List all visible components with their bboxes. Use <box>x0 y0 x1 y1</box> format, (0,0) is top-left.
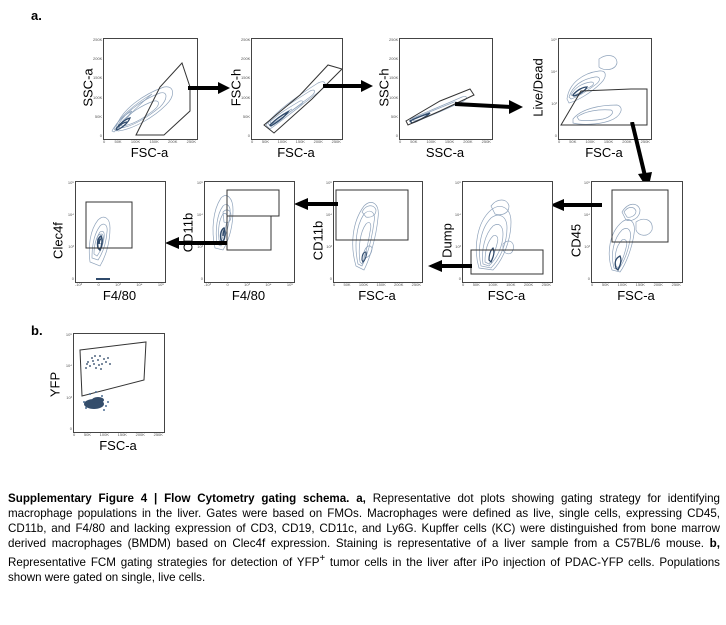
plot-area <box>251 38 343 140</box>
x-axis-label: FSC-a <box>585 145 623 160</box>
y-axis-label: CD45 <box>568 223 584 258</box>
arrow-right-icon <box>188 82 230 94</box>
plot-area <box>103 38 198 140</box>
arrow-left-icon <box>165 237 227 249</box>
contour-plot <box>608 189 669 273</box>
y-axis-label: FSC-h <box>228 68 244 107</box>
x-axis-label: FSC-a <box>487 288 526 303</box>
arrow-left-icon <box>294 198 338 210</box>
contour-plot <box>560 55 648 126</box>
caption-text-a: Representative dot plots showing gating … <box>8 492 720 550</box>
x-axis-label: FSC-a <box>99 438 137 453</box>
x-axis-label: FSC-a <box>277 145 315 160</box>
plot-area <box>204 181 295 283</box>
arrow-down-icon <box>630 122 652 190</box>
caption-part-a: a, <box>356 492 366 505</box>
caption-text-b1: Representative FCM gating strategies for… <box>8 555 320 569</box>
contour-plot <box>85 201 133 280</box>
x-axis-label: F4/80 <box>231 288 266 303</box>
y-axis-label: CD11b <box>180 212 196 253</box>
y-axis-label: YFP <box>47 371 63 398</box>
caption-title: Supplementary Figure 4 | Flow Cytometry … <box>8 492 350 505</box>
figure-caption: Supplementary Figure 4 | Flow Cytometry … <box>8 491 720 585</box>
arrow-right-icon <box>323 80 373 92</box>
plot-area <box>462 181 553 283</box>
panel-label-b: b. <box>31 323 43 338</box>
contour-plot <box>335 189 409 271</box>
x-axis-label: FSC-a <box>358 288 396 303</box>
arrow-left-icon <box>428 260 472 272</box>
y-axis-label: Clec4f <box>50 222 66 259</box>
plot-area <box>333 181 423 283</box>
contour-plot <box>470 199 544 275</box>
caption-text-b2: tumor cells in the liver after iPo injec… <box>8 555 720 584</box>
caption-part-b: b, <box>704 537 720 550</box>
caption-superscript: + <box>319 553 326 564</box>
y-axis-label: CD11b <box>310 220 326 261</box>
plot-area <box>399 38 493 140</box>
x-axis-label: FSC-a <box>617 288 655 303</box>
x-axis-label: SSC-a <box>425 145 465 160</box>
plot-area <box>591 181 683 283</box>
plot-area <box>75 181 166 283</box>
panel-label-a: a. <box>31 8 42 23</box>
arrow-right-icon <box>455 100 523 114</box>
y-axis-label: SSC-a <box>80 68 96 107</box>
y-axis-label: SSC-h <box>376 68 392 107</box>
x-axis-label: F4/80 <box>102 288 137 303</box>
contour-plot <box>212 189 280 251</box>
plot-area <box>73 333 165 433</box>
arrow-left-icon <box>550 199 602 211</box>
dot-plot <box>79 341 147 411</box>
contour-plot <box>263 64 342 134</box>
plot-area <box>558 38 652 140</box>
contour-plot <box>111 62 191 136</box>
x-axis-label: FSC-a <box>130 145 169 160</box>
y-axis-label: Live/Dead <box>530 58 546 117</box>
contour-plot <box>405 88 475 126</box>
